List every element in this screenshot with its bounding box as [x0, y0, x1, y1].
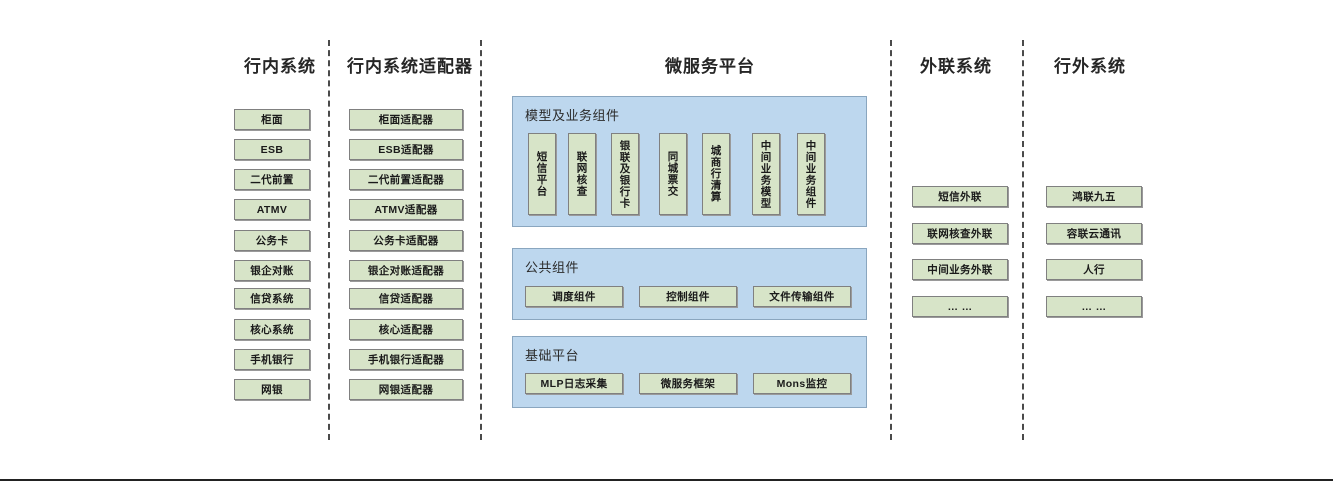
node-中间业务模型[interactable]: 中间业务模型	[752, 133, 780, 215]
node--[interactable]: … …	[912, 296, 1008, 317]
node-短信平台[interactable]: 短信平台	[528, 133, 556, 215]
node-联网核查[interactable]: 联网核查	[568, 133, 596, 215]
column-divider-4	[1022, 40, 1024, 440]
node-联网核查外联[interactable]: 联网核查外联	[912, 223, 1008, 244]
panel-title-public-components: 公共组件	[525, 260, 580, 275]
node-公务卡适配器[interactable]: 公务卡适配器	[349, 230, 463, 251]
column-divider-2	[480, 40, 482, 440]
node-控制组件[interactable]: 控制组件	[639, 286, 737, 307]
node-mlp日志采集[interactable]: MLP日志采集	[525, 373, 623, 394]
node-柜面适配器[interactable]: 柜面适配器	[349, 109, 463, 130]
node-网银[interactable]: 网银	[234, 379, 310, 400]
node-鸿联九五[interactable]: 鸿联九五	[1046, 186, 1142, 207]
node-核心系统[interactable]: 核心系统	[234, 319, 310, 340]
node-公务卡[interactable]: 公务卡	[234, 230, 310, 251]
node-银企对账适配器[interactable]: 银企对账适配器	[349, 260, 463, 281]
node-信贷适配器[interactable]: 信贷适配器	[349, 288, 463, 309]
node-柜面[interactable]: 柜面	[234, 109, 310, 130]
node-mons监控[interactable]: Mons监控	[753, 373, 851, 394]
node-短信外联[interactable]: 短信外联	[912, 186, 1008, 207]
node-esb[interactable]: ESB	[234, 139, 310, 160]
node-核心适配器[interactable]: 核心适配器	[349, 319, 463, 340]
node-容联云通讯[interactable]: 容联云通讯	[1046, 223, 1142, 244]
node-二代前置适配器[interactable]: 二代前置适配器	[349, 169, 463, 190]
column-title-microservice-platform: 微服务平台	[665, 57, 755, 76]
node--[interactable]: … …	[1046, 296, 1142, 317]
node-esb适配器[interactable]: ESB适配器	[349, 139, 463, 160]
node-网银适配器[interactable]: 网银适配器	[349, 379, 463, 400]
node-二代前置[interactable]: 二代前置	[234, 169, 310, 190]
node-文件传输组件[interactable]: 文件传输组件	[753, 286, 851, 307]
column-title-internal-systems: 行内系统	[244, 57, 316, 76]
column-title-internal-adapters: 行内系统适配器	[347, 57, 473, 76]
node-中间业务组件[interactable]: 中间业务组件	[797, 133, 825, 215]
node-同城票交[interactable]: 同城票交	[659, 133, 687, 215]
column-title-outside-bank-systems: 行外系统	[1054, 57, 1126, 76]
node-手机银行[interactable]: 手机银行	[234, 349, 310, 370]
node-银联及银行卡[interactable]: 银联及银行卡	[611, 133, 639, 215]
node-人行[interactable]: 人行	[1046, 259, 1142, 280]
node-调度组件[interactable]: 调度组件	[525, 286, 623, 307]
column-divider-1	[328, 40, 330, 440]
node-手机银行适配器[interactable]: 手机银行适配器	[349, 349, 463, 370]
node-中间业务外联[interactable]: 中间业务外联	[912, 259, 1008, 280]
column-title-external-link-systems: 外联系统	[920, 57, 992, 76]
panel-title-infrastructure-platform: 基础平台	[525, 348, 580, 363]
panel-title-model-business-components: 模型及业务组件	[525, 108, 620, 123]
node-atmv[interactable]: ATMV	[234, 199, 310, 220]
panel-infrastructure-platform: 基础平台	[512, 336, 867, 408]
bottom-rule	[0, 479, 1333, 481]
node-银企对账[interactable]: 银企对账	[234, 260, 310, 281]
column-divider-3	[890, 40, 892, 440]
node-微服务框架[interactable]: 微服务框架	[639, 373, 737, 394]
panel-public-components: 公共组件	[512, 248, 867, 320]
node-atmv适配器[interactable]: ATMV适配器	[349, 199, 463, 220]
node-信贷系统[interactable]: 信贷系统	[234, 288, 310, 309]
node-城商行清算[interactable]: 城商行清算	[702, 133, 730, 215]
